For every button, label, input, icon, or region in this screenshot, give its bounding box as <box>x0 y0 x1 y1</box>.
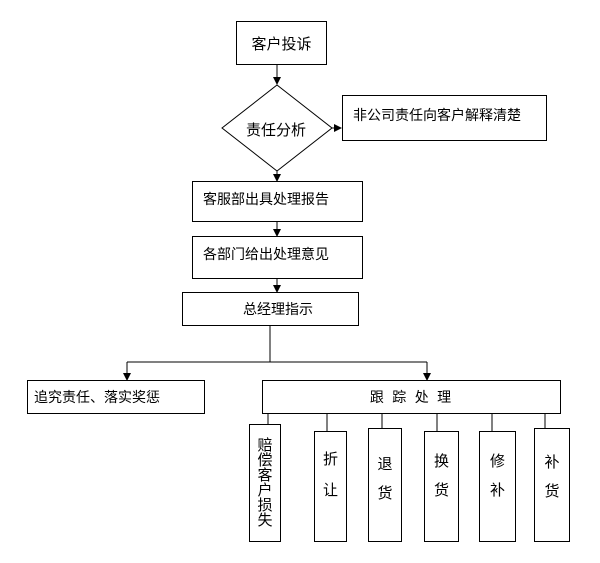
report-box: 客服部出具处理报告 <box>192 181 363 222</box>
branch-return: 退 货 <box>368 428 402 542</box>
follow-up-box: 跟 踪 处 理 <box>262 380 561 414</box>
gm-label: 总经理指示 <box>243 302 313 318</box>
explain-label: 非公司责任向客户解释清楚 <box>353 108 521 124</box>
opinion-label: 各部门给出处理意见 <box>203 247 329 263</box>
branch-exchange: 换 货 <box>424 431 459 542</box>
analysis-label: 责任分析 <box>246 121 307 139</box>
report-label: 客服部出具处理报告 <box>203 192 329 208</box>
branch-discount: 折 让 <box>314 431 347 542</box>
complaint-label: 客户投诉 <box>251 34 312 53</box>
opinion-box: 各部门给出处理意见 <box>192 236 363 279</box>
branch-replenish: 补 货 <box>534 428 570 542</box>
accountability-label: 追究责任、落实奖惩 <box>34 390 160 406</box>
gm-box: 总经理指示 <box>182 292 359 326</box>
complaint-box: 客户投诉 <box>236 21 327 65</box>
branch-repair: 修 补 <box>479 431 516 542</box>
branch-compensate: 赔 偿 客 户 损 失 <box>249 424 281 542</box>
accountability-box: 追究责任、落实奖惩 <box>27 380 205 414</box>
explain-box: 非公司责任向客户解释清楚 <box>342 95 547 141</box>
follow-up-label: 跟 踪 处 理 <box>369 390 454 406</box>
